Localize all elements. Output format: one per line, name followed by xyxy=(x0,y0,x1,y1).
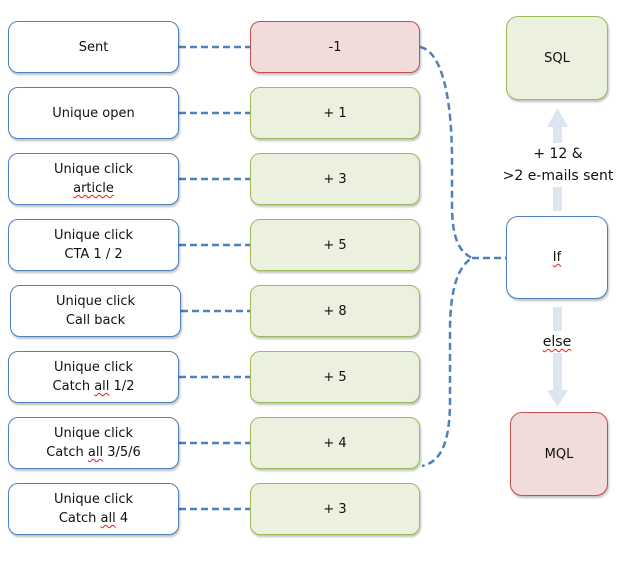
score-value: + 8 xyxy=(323,303,347,319)
score-value: + 5 xyxy=(323,369,347,385)
event-label-line2: CTA 1 / 2 xyxy=(64,247,123,262)
event-box: Sent xyxy=(8,21,179,73)
misspelled-word: all xyxy=(94,379,110,394)
sql-outcome-box: SQL xyxy=(506,16,608,100)
bracket-connector xyxy=(419,45,475,468)
score-box: + 1 xyxy=(250,87,420,139)
event-label-line1: Unique open xyxy=(52,105,135,121)
arrow-down-to-mql xyxy=(547,307,568,407)
if-label: If xyxy=(552,250,562,265)
event-label-line2: Catch all 3/5/6 xyxy=(46,445,141,460)
event-label-line1: Sent xyxy=(78,39,109,55)
sql-label: SQL xyxy=(544,50,570,66)
score-box: + 3 xyxy=(250,483,420,535)
event-box: Unique open xyxy=(8,87,179,139)
score-box: + 8 xyxy=(250,285,420,337)
misspelled-word: all xyxy=(87,445,104,460)
event-label-line1: Unique click xyxy=(53,426,134,441)
score-value: + 3 xyxy=(323,171,347,187)
score-box: + 3 xyxy=(250,153,420,205)
else-label: else xyxy=(542,334,572,350)
true-condition-label: + 12 & >2 e-mails sent xyxy=(494,143,622,187)
score-box: + 5 xyxy=(250,219,420,271)
mql-label: MQL xyxy=(544,446,574,462)
score-value: + 4 xyxy=(323,435,347,451)
mql-outcome-box: MQL xyxy=(510,412,608,496)
event-label-line2: article xyxy=(73,181,114,196)
score-box: -1 xyxy=(250,21,420,73)
event-label-line1: Unique click xyxy=(53,360,134,375)
event-label-line1: Unique click xyxy=(53,492,134,507)
true-condition-line1: + 12 & xyxy=(533,146,583,162)
score-value: + 3 xyxy=(323,501,347,517)
score-value: -1 xyxy=(328,39,342,55)
score-value: + 5 xyxy=(323,237,347,253)
event-label-line2: Call back xyxy=(65,313,126,328)
score-value: + 1 xyxy=(323,105,347,121)
event-box: Unique click article xyxy=(8,153,179,205)
misspelled-word: all xyxy=(100,511,116,526)
score-box: + 4 xyxy=(250,417,420,469)
event-label-line2: Catch all 4 xyxy=(58,511,129,526)
true-condition-line2: >2 e-mails sent xyxy=(502,168,614,184)
if-decision-box: If xyxy=(506,216,608,299)
score-box: + 5 xyxy=(250,351,420,403)
event-label-line2: Catch all 1/2 xyxy=(52,379,135,394)
else-label-wrap: else xyxy=(527,331,587,353)
event-label-line1: Unique click xyxy=(53,162,134,177)
event-label-line1: Unique click xyxy=(53,228,134,243)
event-label-line1: Unique click xyxy=(55,294,136,309)
